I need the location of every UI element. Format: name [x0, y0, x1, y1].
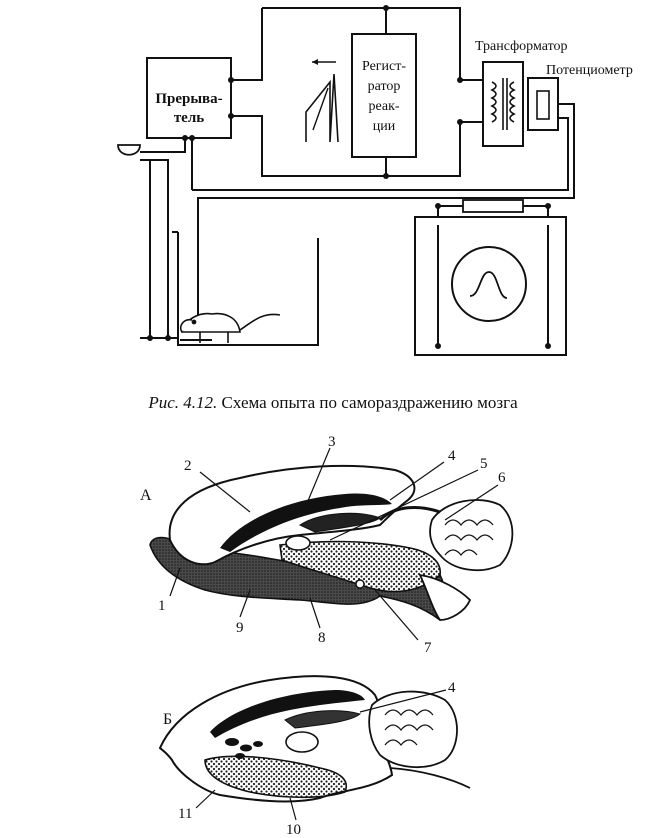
brain-a-number-4: 4 [448, 448, 456, 464]
register-label-line3: реак- [368, 99, 399, 114]
brain-b-inner-region [284, 710, 362, 729]
brain-a [149, 447, 514, 641]
potentiometer-box [527, 77, 559, 131]
interrupter-label-line1: Прерыва- [155, 91, 222, 107]
brain-b-ventral-region [204, 755, 347, 799]
brain-b-callosum [210, 690, 365, 738]
brain-b-outline [158, 675, 394, 803]
brain-b-labels: Б 4 10 11 [163, 680, 456, 838]
caption-line: Рис. 4.12. Схема опыта по самораздражени… [147, 393, 518, 412]
brain-a-number-6: 6 [498, 470, 506, 486]
transformer-coils [490, 78, 516, 130]
rat-illustration [179, 312, 281, 343]
brain-a-number-8: 8 [318, 630, 326, 646]
brain-a-number-2: 2 [184, 458, 192, 474]
brain-a-number-7: 7 [424, 640, 432, 656]
caption-prefix: Рис. 4.12. [147, 393, 217, 412]
transformer-box [482, 61, 524, 147]
circuit-labels: Прерыва- тель Регист- ратор реак- ции Тр… [155, 39, 633, 134]
brain-a-panel-label: А [140, 487, 152, 504]
figure-caption: Рис. 4.12. Схема опыта по самораздражени… [147, 393, 518, 412]
brain-b-panel-label: Б [163, 711, 172, 728]
brain-a-labels: А 1 2 3 4 5 6 7 8 9 [140, 434, 506, 656]
brain-b-number-4: 4 [448, 680, 456, 696]
junction-dots [147, 5, 551, 349]
brain-b-cerebellum [368, 690, 458, 769]
register-label-line4: ции [373, 119, 396, 134]
register-label-line1: Регист- [362, 59, 406, 74]
circuit-diagram [117, 7, 575, 356]
oscilloscope-screen [451, 246, 527, 322]
register-label-line2: ратор [368, 79, 401, 94]
brain-a-brainstem [418, 573, 472, 621]
brain-b-number-10: 10 [286, 822, 301, 838]
brain-a-number-9: 9 [236, 620, 244, 636]
brain-b-number-11: 11 [178, 806, 192, 822]
brain-a-dotted-region [279, 540, 441, 593]
potentiometer-label: Потенциометр [546, 63, 633, 78]
caption-text: Схема опыта по самораздражению мозга [222, 393, 519, 412]
interrupter-label-line2: тель [174, 110, 204, 126]
brain-a-number-1: 1 [158, 598, 166, 614]
oscilloscope-box [414, 216, 567, 356]
register-box [351, 33, 417, 158]
transformer-label: Трансформатор [475, 39, 568, 54]
brain-b [158, 675, 471, 821]
brain-a-number-3: 3 [328, 434, 336, 450]
brain-a-number-5: 5 [480, 456, 488, 472]
